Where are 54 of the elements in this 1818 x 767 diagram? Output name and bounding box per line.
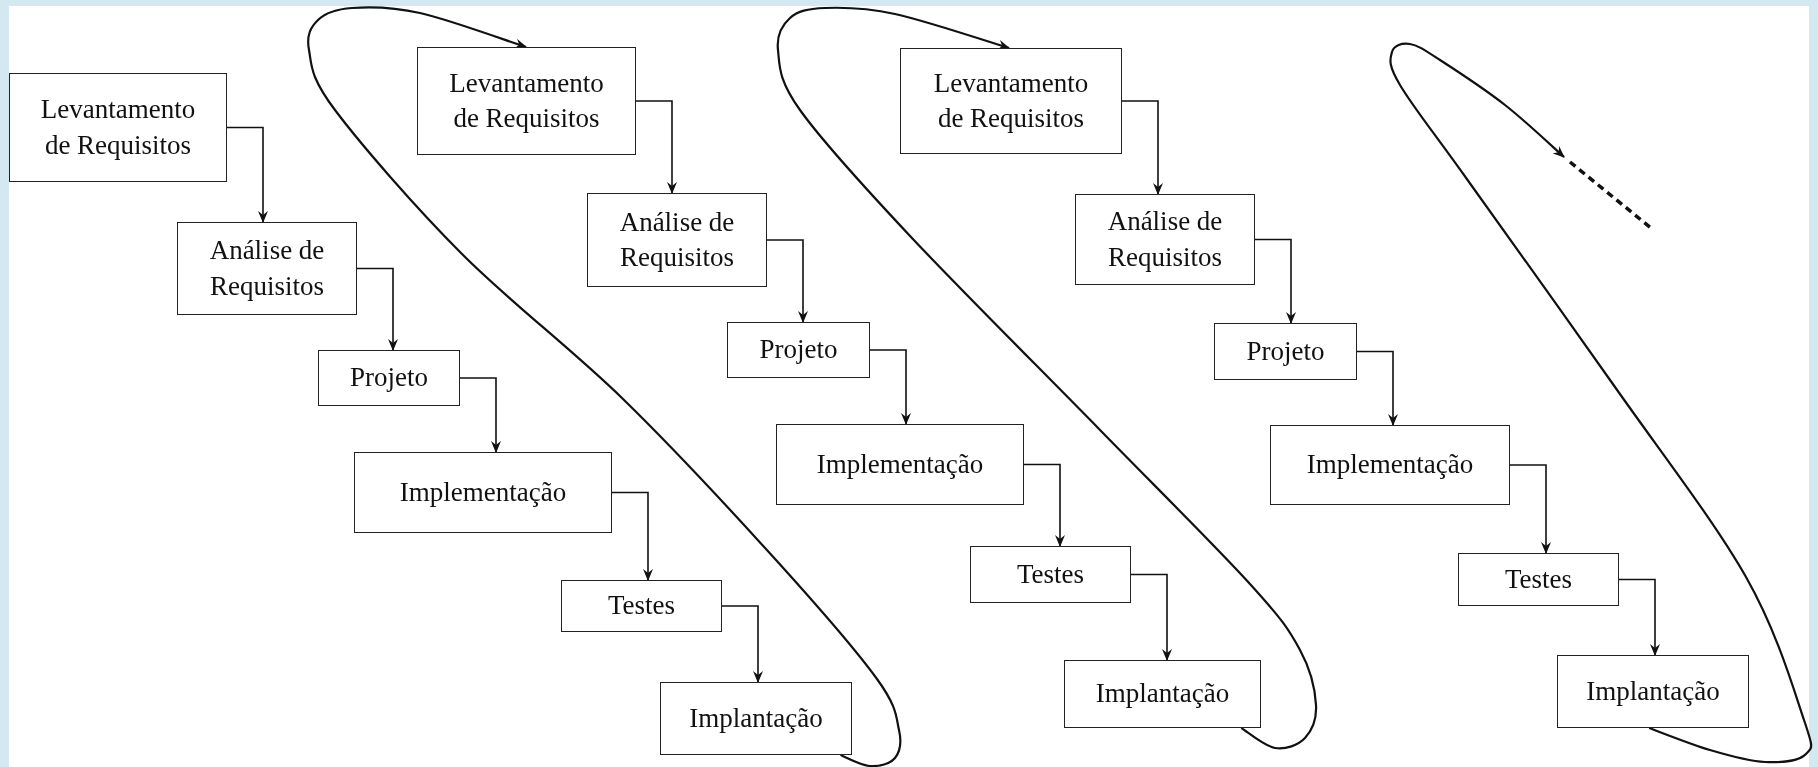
arrow <box>356 267 398 351</box>
arrow <box>459 377 501 453</box>
box-label: Análise de Requisitos <box>208 234 326 303</box>
box-label: Testes <box>1016 557 1085 591</box>
arrow <box>1618 578 1660 656</box>
process-box <box>1064 660 1261 728</box>
arrow <box>766 239 808 323</box>
box-label: Projeto <box>1246 334 1325 368</box>
process-box <box>1214 323 1357 380</box>
process-box <box>1458 553 1619 606</box>
process-box <box>727 322 870 378</box>
arrow <box>1121 100 1163 195</box>
arrow <box>1509 464 1551 554</box>
process-box <box>177 222 357 315</box>
process-box <box>1557 655 1749 728</box>
box-label: Análise de Requisitos <box>1106 205 1224 274</box>
box-label: Projeto <box>350 361 428 395</box>
box-label: Projeto <box>759 333 838 367</box>
arrow <box>226 126 268 223</box>
process-box <box>318 350 460 406</box>
process-box <box>1075 194 1255 285</box>
process-box <box>970 546 1131 603</box>
process-box <box>354 452 612 533</box>
arrow <box>1254 238 1296 324</box>
process-box <box>776 424 1024 505</box>
box-label: Implementação <box>816 447 984 481</box>
arrow <box>721 605 763 683</box>
process-box <box>900 48 1122 154</box>
process-box <box>561 580 722 632</box>
box-label: Testes <box>607 589 676 623</box>
box-label: Análise de Requisitos <box>618 205 736 274</box>
box-label: Implantação <box>1095 677 1230 711</box>
box-label: Levantamento de Requisitos <box>448 66 605 135</box>
process-box <box>660 682 852 755</box>
box-label: Implantação <box>689 701 823 735</box>
process-box <box>9 73 227 182</box>
box-label: Levantamento de Requisitos <box>39 93 197 162</box>
arrow <box>611 491 653 581</box>
box-label: Implementação <box>399 475 567 509</box>
process-box <box>1270 425 1510 505</box>
process-box <box>417 47 636 155</box>
loop-arrow <box>1390 42 1812 764</box>
arrow <box>869 349 911 425</box>
box-label: Implementação <box>1306 448 1474 482</box>
arrow <box>1356 350 1398 426</box>
arrow <box>1130 573 1172 661</box>
loop-arrow <box>307 6 902 767</box>
arrow <box>635 100 677 194</box>
process-box <box>587 193 767 287</box>
box-label: Testes <box>1504 562 1573 596</box>
box-label: Implantação <box>1586 674 1720 708</box>
box-label: Levantamento de Requisitos <box>932 66 1090 135</box>
arrow <box>1023 463 1065 547</box>
loop-arrow <box>776 6 1318 750</box>
